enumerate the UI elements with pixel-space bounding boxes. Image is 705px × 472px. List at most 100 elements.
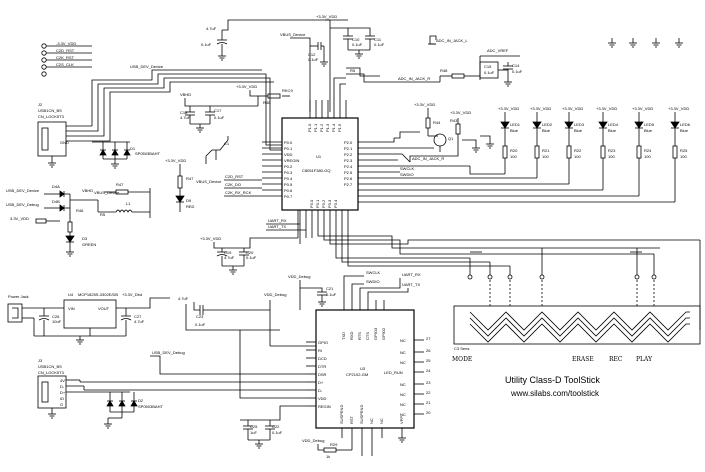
d4a-ref: D4A [52, 184, 60, 189]
j3-pin-4: G [60, 402, 63, 407]
u3-bottom-0: SUSPEND [339, 405, 344, 424]
caps-top-left: 4.7uF 0.1uF [201, 19, 348, 61]
u3-top-nets: SWCLK SWDIO UART_RX UART_TX [343, 270, 421, 310]
led-4 [598, 112, 608, 190]
u3-left-8: REGIN [318, 404, 331, 409]
u3-right-pins: NC NC NC LED_RUN NC NC NC NC 27 26 25 24… [384, 336, 431, 417]
led-vdd-0: +3.3V_VDD [498, 106, 519, 111]
c17-ref: C17 [214, 108, 222, 113]
vdd-debug-top: VDD_Debug [288, 274, 310, 279]
label-mode: MODE [452, 356, 472, 363]
header-pin-2: C2D_RST [56, 48, 75, 53]
u3-top-5: GPIO2 [381, 327, 386, 340]
uart-rx-top: UART_RX [402, 272, 421, 277]
u3-left-1: RI [318, 348, 322, 353]
button-labels: MODE ERASE REC PLAY [452, 356, 653, 363]
d2-ref: D2 [138, 398, 144, 403]
header-pin-3: C2K_RST [56, 55, 75, 60]
vdd-c: 3.3V_VDD [10, 216, 29, 221]
d1-part: SP0503BAHT [135, 151, 160, 156]
rled-val-0: 100 [510, 154, 517, 159]
d4b-ref: D4B [52, 199, 60, 204]
tvs-diode-d1: D1 SP0503BAHT [92, 141, 160, 169]
j2-sub: CN_LOCK5T3 [38, 114, 65, 119]
c14-ref: C14 [512, 63, 520, 68]
caps-c21: VDD_Debug C21 0.1uF [288, 274, 337, 310]
c19-ref: C19 [224, 250, 232, 255]
cap-0-1-mid: 0.1uF [195, 322, 206, 327]
debug-header: -3.3V_VDD C2D_RST C2K_RST C2S_CLK [41, 41, 92, 77]
u3-bottom-5: VPP [399, 416, 404, 424]
r29-ref: R29 [330, 442, 338, 447]
vbhd-2: VBHD [82, 188, 93, 193]
u3-top-0: TXD [341, 332, 346, 340]
led-5 [634, 112, 644, 196]
u1-top-3: P1.3 [325, 123, 330, 132]
u1-bottom-1: P3.1 [315, 199, 320, 208]
u1-bottom-0: P3.0 [309, 199, 314, 208]
led-ref-0: LED1 [510, 122, 521, 127]
swclk-top: SWCLK [366, 270, 381, 275]
adc-jack-section: ADC_IN_JACK_L ADC_VREF R48 C15 0.1uF C14… [346, 35, 523, 87]
u1-right-3: P2.3 [344, 158, 353, 163]
c23-val-a: 4.7uF [178, 296, 189, 301]
u4-ref: U4 [68, 292, 74, 297]
led-vdd-2: +3.3V_VDD [562, 106, 583, 111]
rled-val-4: 100 [644, 154, 651, 159]
c2d-rst: C2D_RST [225, 174, 244, 179]
rled-ref-5: R25 [680, 148, 688, 153]
resistor-r29: VDD_Debug R29 1k [302, 438, 373, 459]
usb-dev-device: USB_DEV_Device [6, 188, 40, 193]
c22-ref: C22 [272, 424, 280, 429]
u1-top-1: P1.1 [313, 123, 318, 132]
u1-top-0: P1.0 [307, 123, 312, 132]
vdd-debug-mid: VDD_Debug [264, 292, 286, 297]
led-ref-5: LED6 [680, 122, 691, 127]
adc-l-label: ADC_IN_JACK_L [436, 38, 468, 43]
d9-ref: D9 [186, 198, 192, 203]
u1-bottom-2: P3.2 [321, 199, 326, 208]
vdd-e: +3.3V_VDD [200, 236, 221, 241]
swclk-label: SWCLK [400, 166, 415, 171]
pin-num-7: 20 [426, 410, 431, 415]
led-3 [564, 112, 574, 184]
c18-val: 4.7uF [180, 115, 191, 120]
u1-part: C8051F380-GQ [302, 168, 330, 173]
u1-top-2: P1.2 [319, 123, 324, 132]
label-rec: REC [609, 356, 623, 363]
j3-pin-0: 4V [60, 378, 65, 383]
led-6 [670, 112, 680, 202]
led-2 [532, 112, 542, 178]
led-1 [500, 112, 510, 174]
r44-ref: R44 [433, 120, 441, 125]
j3-pin-3: ID [60, 396, 64, 401]
led-ref-3: LED4 [608, 122, 619, 127]
u3-left-2: DCD [318, 356, 327, 361]
u1-right-nets: ADC_IN_JACK_R SWCLK SWDIO [380, 138, 470, 185]
u1-left-4: P0.2 [284, 164, 293, 169]
caps-c19-c20: +3.3V_VDD C19 4.7uF C20 0.1uF [200, 210, 299, 275]
pin-num-1: 26 [426, 348, 431, 353]
u1-left-9: P0.7 [284, 194, 293, 199]
u3-top-3: CTS [365, 332, 370, 340]
led-color-0: Blue [510, 128, 519, 133]
u3-right-6: NC [400, 402, 406, 407]
led-vdd-3: +3.3V_VDD [596, 106, 617, 111]
vdd-q1: +3.3V_VDD [450, 110, 471, 115]
u3-right-5: NC [400, 392, 406, 397]
c10-ref: C10 [352, 37, 360, 42]
c17-val: 0.1uF [214, 115, 225, 120]
label-play: PLAY [636, 356, 653, 363]
pin-num-2: 25 [426, 358, 431, 363]
u1-left-pins: P0.0 P0.1 VDD VREGIN P0.2 P0.3 P0.4 P0.5… [262, 140, 299, 199]
sensor-grounds [467, 272, 657, 280]
c10-val: 0.1uF [352, 42, 363, 47]
rled-ref-3: R23 [608, 148, 616, 153]
led-color-1: Blue [542, 128, 551, 133]
u3-left-5: D+ [318, 380, 324, 385]
pin-num-6: 21 [426, 400, 431, 405]
u3-right-4: NC [400, 382, 406, 387]
u1-left-8: P0.6 [284, 188, 293, 193]
u3-bottom-3: NC [369, 418, 374, 424]
uart-tx-top: UART_TX [402, 282, 420, 287]
